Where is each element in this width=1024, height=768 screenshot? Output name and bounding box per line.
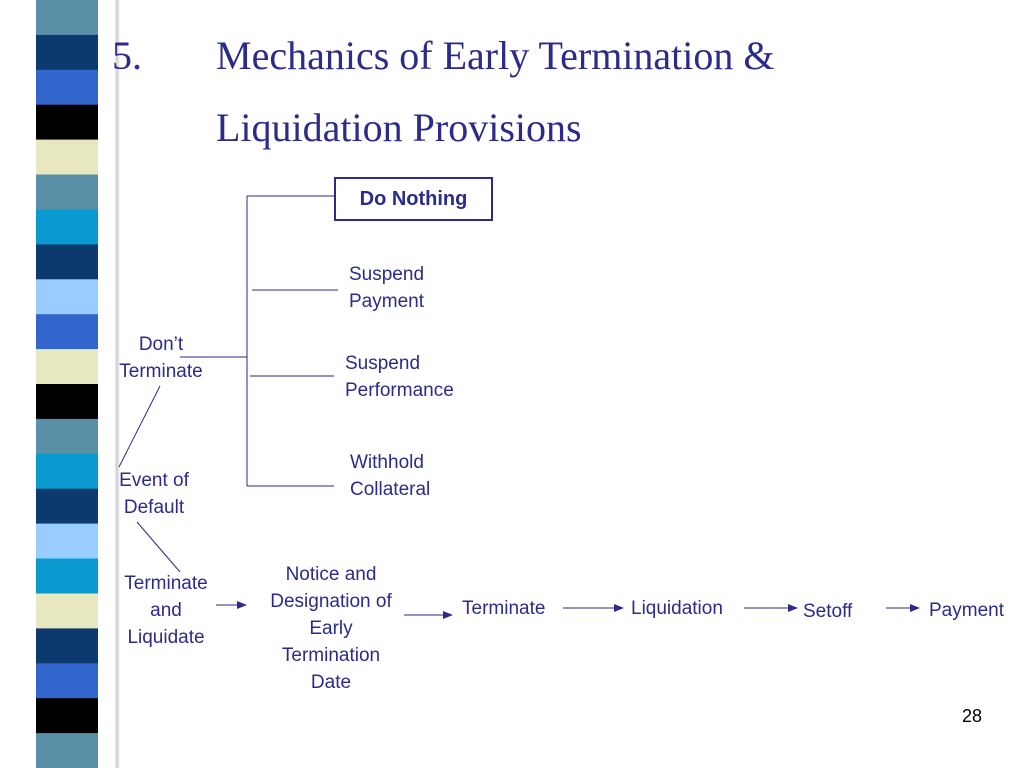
liquidation-label: Liquidation	[631, 598, 723, 619]
stripe-block	[36, 453, 98, 490]
stripe-block	[36, 384, 98, 420]
stripe-block	[36, 244, 98, 280]
stripe-block	[36, 523, 98, 559]
notice-designation-label: Notice and Designation of Early Terminat…	[270, 564, 392, 693]
stripe-block	[36, 34, 98, 71]
terminate-and-liquidate-label: Terminate and Liquidate	[124, 573, 208, 648]
stripe-block	[36, 174, 98, 210]
stripe-block	[36, 104, 98, 141]
stripe-block	[36, 139, 98, 175]
terminate-label: Terminate	[462, 598, 546, 619]
stripe-block	[36, 314, 98, 350]
stripe-block	[36, 733, 98, 768]
stripe-block	[36, 69, 98, 106]
stripe-block	[36, 349, 98, 385]
suspend-payment-label: Suspend Payment	[349, 264, 425, 312]
decorative-stripe	[36, 0, 120, 768]
withhold-collateral-label: Withhold Collateral	[350, 452, 431, 500]
event-of-default-label: Event of Default	[119, 470, 189, 518]
do-nothing-box: Do Nothing	[334, 177, 493, 221]
suspend-performance-label: Suspend Performance	[345, 353, 454, 401]
stripe-block	[36, 628, 98, 664]
stripe-block	[36, 209, 98, 245]
stripe-block	[36, 488, 98, 525]
stripe-block	[36, 558, 98, 594]
stripe-block	[36, 0, 98, 36]
stripe-block	[36, 593, 98, 629]
dont-terminate-label: Don’t Terminate	[119, 334, 203, 382]
stripe-block	[36, 663, 98, 699]
slide-number: 5.	[112, 33, 142, 78]
payment-label: Payment	[929, 600, 1004, 621]
link-default-to-terminate	[136, 521, 181, 573]
stripe-block	[36, 698, 98, 734]
title-line-2: Liquidation Provisions	[216, 105, 582, 150]
page-number: 28	[962, 706, 983, 726]
link-default-to-dont-terminate	[118, 385, 161, 468]
stripe-block	[36, 418, 98, 455]
setoff-label: Setoff	[803, 601, 853, 622]
title-line-1: Mechanics of Early Termination &	[216, 33, 775, 78]
stripe-block	[36, 279, 98, 315]
